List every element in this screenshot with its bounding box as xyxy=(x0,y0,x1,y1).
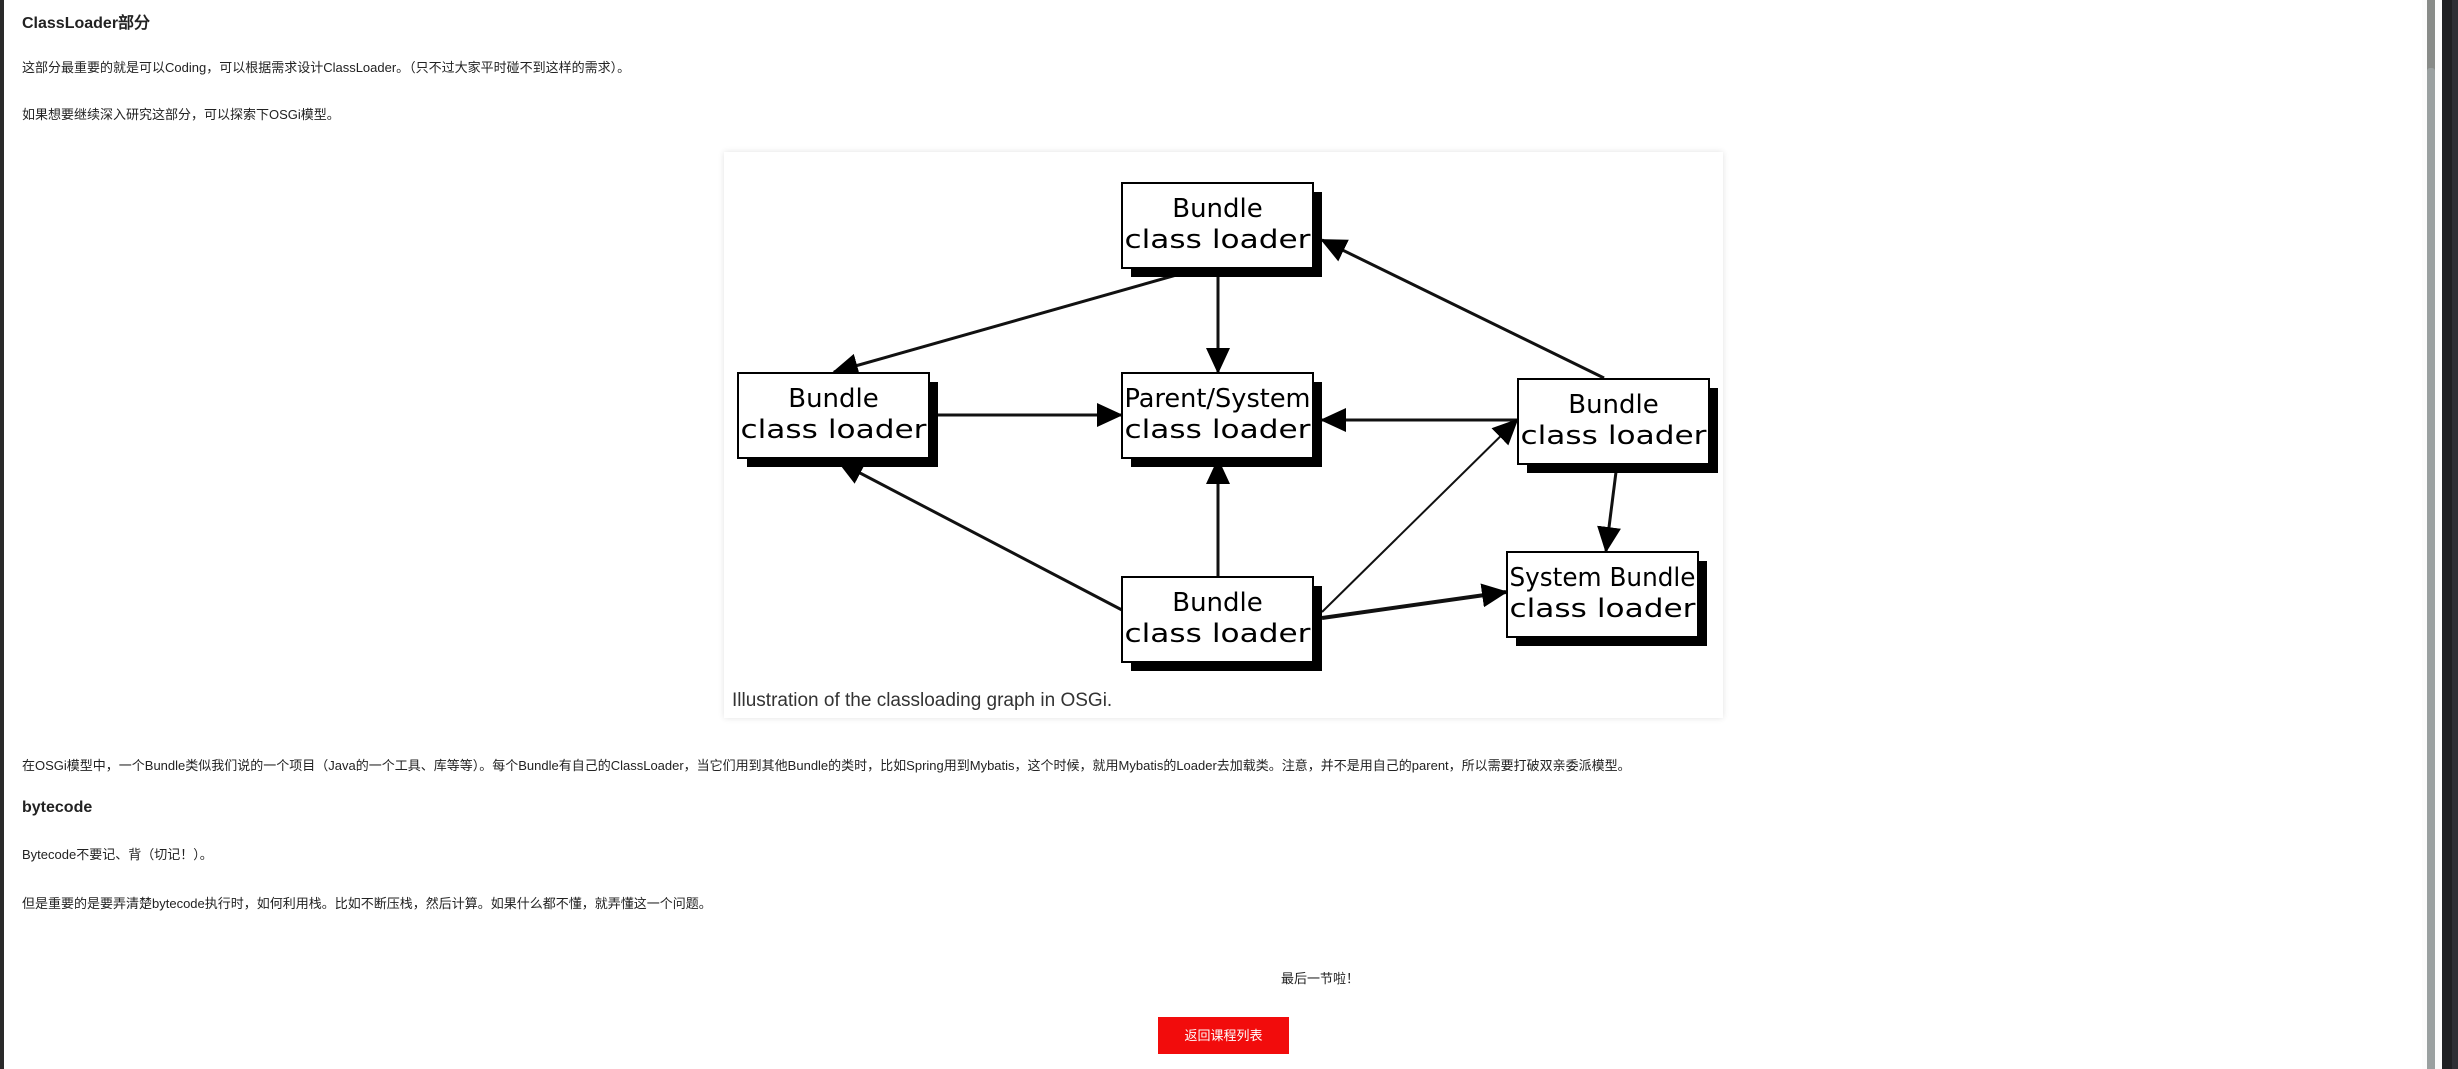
node-label: Bundle xyxy=(1568,390,1659,420)
edge-top-to-left xyxy=(832,268,1195,378)
node-label: System Bundle xyxy=(1510,563,1696,593)
article-content: ClassLoader部分 这部分最重要的就是可以Coding，可以根据需求设计… xyxy=(4,0,2422,1069)
heading-bytecode: bytecode xyxy=(22,799,93,816)
node-label: class loader xyxy=(741,415,927,445)
node-label: Bundle xyxy=(788,384,879,414)
node-label: Bundle xyxy=(1172,194,1263,224)
node-label: class loader xyxy=(1125,415,1311,445)
node-box xyxy=(1506,551,1699,638)
edge-bottom-to-system xyxy=(1321,583,1508,620)
paragraph: 在OSGi模型中，一个Bundle类似我们说的一个项目（Java的一个工具、库等… xyxy=(22,758,1631,773)
node-box xyxy=(737,372,930,459)
node-label: Parent/System xyxy=(1125,384,1311,414)
edge-right-to-top xyxy=(1320,238,1605,380)
arrows xyxy=(832,238,1621,620)
node-label: class loader xyxy=(1521,421,1707,451)
paragraph: 但是重要的是要弄清楚bytecode执行时，如何利用栈。比如不断压栈，然后计算。… xyxy=(22,896,712,911)
edge-right-to-system xyxy=(1597,471,1621,553)
last-lesson-note: 最后一节啦！ xyxy=(1280,971,1359,986)
back-to-course-list-button[interactable]: 返回课程列表 xyxy=(1158,1017,1289,1054)
node-box xyxy=(1121,372,1314,459)
node-label: class loader xyxy=(1125,225,1311,255)
node-label: Bundle xyxy=(1172,588,1263,618)
heading-classloader: ClassLoader部分 xyxy=(22,15,151,32)
edge-bottom-to-right xyxy=(1321,418,1519,613)
paragraph: 这部分最重要的就是可以Coding，可以根据需求设计ClassLoader。（只… xyxy=(22,60,631,75)
paragraph: 如果想要继续深入研究这部分，可以探索下OSGi模型。 xyxy=(22,107,340,122)
node-box xyxy=(1121,182,1314,269)
edge-bottom-to-left xyxy=(837,460,1123,612)
window-left-border xyxy=(0,0,4,1069)
node-box xyxy=(1517,378,1710,465)
window-right-edge-outer xyxy=(2452,0,2458,1069)
node-box xyxy=(1121,576,1314,663)
node-label: class loader xyxy=(1125,619,1311,649)
node-label: class loader xyxy=(1510,594,1696,624)
figure-caption: Illustration of the classloading graph i… xyxy=(732,690,1113,711)
paragraph: Bytecode不要记、背（切记！）。 xyxy=(22,847,213,862)
scrollbar-thumb[interactable] xyxy=(2427,68,2435,1069)
window-right-edge xyxy=(2442,0,2452,1069)
